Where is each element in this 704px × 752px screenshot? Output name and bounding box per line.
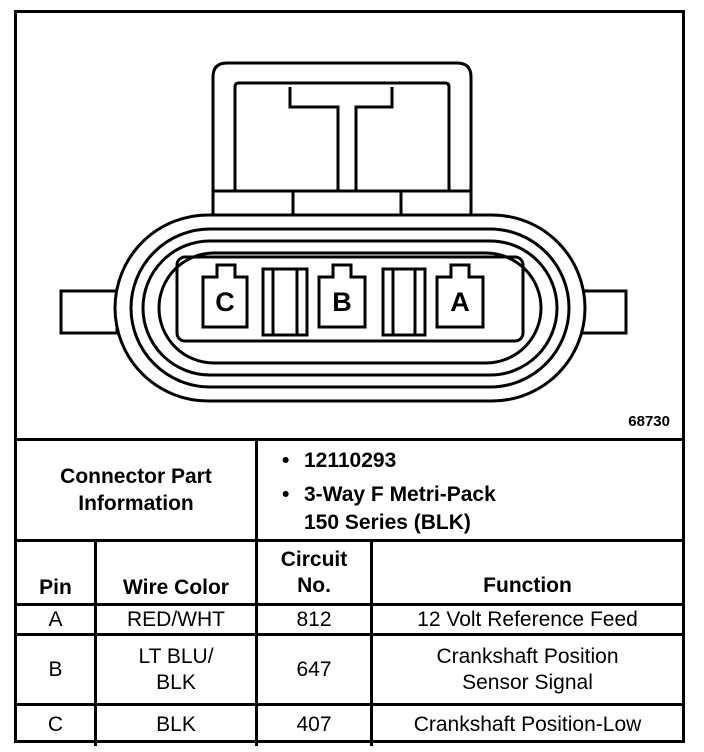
- right-latch: [580, 289, 628, 335]
- row-b-function-line2: Sensor Signal: [462, 670, 593, 694]
- part-number: 12110293: [304, 449, 397, 472]
- figure-number: 68730: [628, 413, 670, 430]
- connector-info-title-line2: Information: [78, 492, 194, 515]
- connector-diagram: C B A: [59, 61, 628, 403]
- locking-tab-t-bar: [288, 87, 394, 193]
- row-b-function: Crankshaft Position Sensor Signal: [373, 636, 682, 703]
- info-divider: [255, 441, 258, 539]
- terminal-a: [435, 263, 485, 329]
- row-c-pin: C: [47, 712, 64, 736]
- row-c-wire-color: BLK: [156, 712, 196, 736]
- pin-label-b: B: [332, 287, 352, 317]
- locking-tab-outer: [211, 61, 473, 215]
- description-line1: 3-Way F Metri-Pack: [304, 483, 496, 506]
- row-b-wire-color: LT BLU/ BLK: [97, 636, 255, 703]
- row-c-function: Crankshaft Position-Low: [413, 712, 642, 736]
- col-divider-2: [255, 542, 258, 746]
- row-b-pin: B: [48, 657, 63, 681]
- diagram-divider: [17, 438, 682, 441]
- connector-body-outer: [113, 213, 587, 403]
- row-b-wire-color-line2: BLK: [156, 670, 196, 694]
- terminal-b: [317, 263, 367, 329]
- connector-body-inner: [141, 239, 559, 377]
- row-b-bottom-line: [17, 703, 682, 706]
- row-a-wire-color: RED/WHT: [127, 607, 225, 631]
- row-b-function-line1: Crankshaft Position: [436, 644, 619, 668]
- connector-info-title: Connector Part Information: [17, 441, 255, 539]
- part-number-item: • 12110293: [282, 447, 496, 475]
- bullet: •: [282, 449, 290, 472]
- row-b-circuit: 647: [296, 657, 332, 681]
- col-divider-1: [94, 542, 97, 746]
- terminal-frame: [175, 255, 525, 343]
- bullet: •: [282, 483, 290, 506]
- row-a-circuit: 812: [296, 607, 332, 631]
- header-pin: Pin: [39, 576, 72, 599]
- header-bottom-line: [17, 603, 682, 606]
- pin-label-c: C: [215, 287, 235, 317]
- header-circuit-line1: Circuit: [280, 547, 348, 571]
- header-circuit-line2: No.: [297, 573, 331, 597]
- header-function: Function: [483, 574, 572, 597]
- description-line2: 150 Series (BLK): [304, 511, 471, 534]
- connector-cavity: [157, 251, 543, 365]
- row-a-function: 12 Volt Reference Feed: [417, 607, 638, 631]
- separator-2: [381, 267, 427, 337]
- row-c-circuit: 407: [296, 712, 332, 736]
- connector-body-mid: [129, 227, 571, 389]
- header-circuit: Circuit No.: [258, 542, 370, 603]
- connector-info-title-line1: Connector Part: [60, 465, 212, 488]
- info-bottom-line: [17, 539, 682, 542]
- separator-1: [261, 267, 309, 337]
- connector-info-list: • 12110293 • 3-Way F Metri-Pack 150 Series…: [282, 447, 496, 537]
- terminal-c: [201, 263, 249, 329]
- col-divider-3: [370, 542, 373, 746]
- header-wire-color: Wire Color: [123, 576, 229, 599]
- pin-label-a: A: [450, 287, 470, 317]
- locking-tab-inner: [233, 81, 451, 191]
- left-latch: [59, 289, 119, 335]
- row-a-bottom-line: [17, 633, 682, 636]
- row-a-pin: A: [48, 607, 63, 631]
- description-item: • 3-Way F Metri-Pack: [282, 481, 496, 509]
- connector-frame: C B A 68730 Connector Part Information •…: [14, 10, 685, 746]
- row-b-wire-color-line1: LT BLU/: [138, 644, 214, 668]
